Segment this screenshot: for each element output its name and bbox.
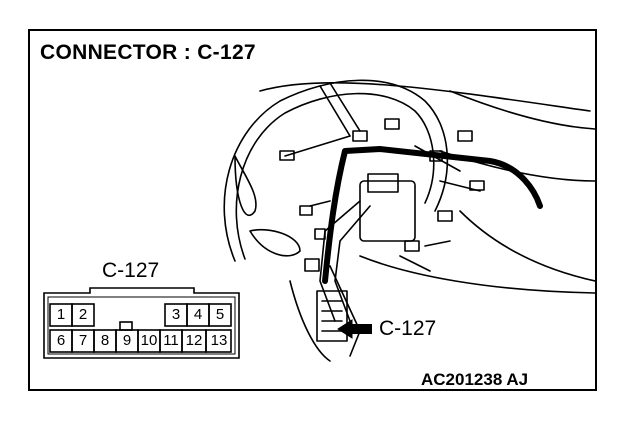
arrow-head-icon <box>337 319 353 339</box>
connector-face-label: C-127 <box>102 259 160 282</box>
dashboard-harness-illustration <box>43 79 595 362</box>
pin-label: 10 <box>140 332 158 349</box>
pin-label: 7 <box>78 332 88 349</box>
pin-label: 2 <box>78 306 88 323</box>
pin-label: 13 <box>210 332 228 349</box>
connector-callout-label: C-127 <box>379 317 437 340</box>
pin-label: 4 <box>193 306 203 323</box>
pin-label: 6 <box>56 332 66 349</box>
pin-label: 11 <box>163 332 179 349</box>
pin-label: 8 <box>100 332 110 349</box>
pin-label: 9 <box>122 332 132 349</box>
pin-label: 12 <box>185 332 203 349</box>
pin-label: 5 <box>215 306 225 323</box>
reference-code: AC201238 AJ <box>421 370 529 389</box>
pin-label: 1 <box>56 306 66 323</box>
diagram-title: CONNECTOR : C-127 <box>40 41 256 64</box>
pin-label: 3 <box>171 306 181 323</box>
diagram-frame: CONNECTOR : C-127 C-127 C-127 AC201238 A… <box>28 29 597 391</box>
